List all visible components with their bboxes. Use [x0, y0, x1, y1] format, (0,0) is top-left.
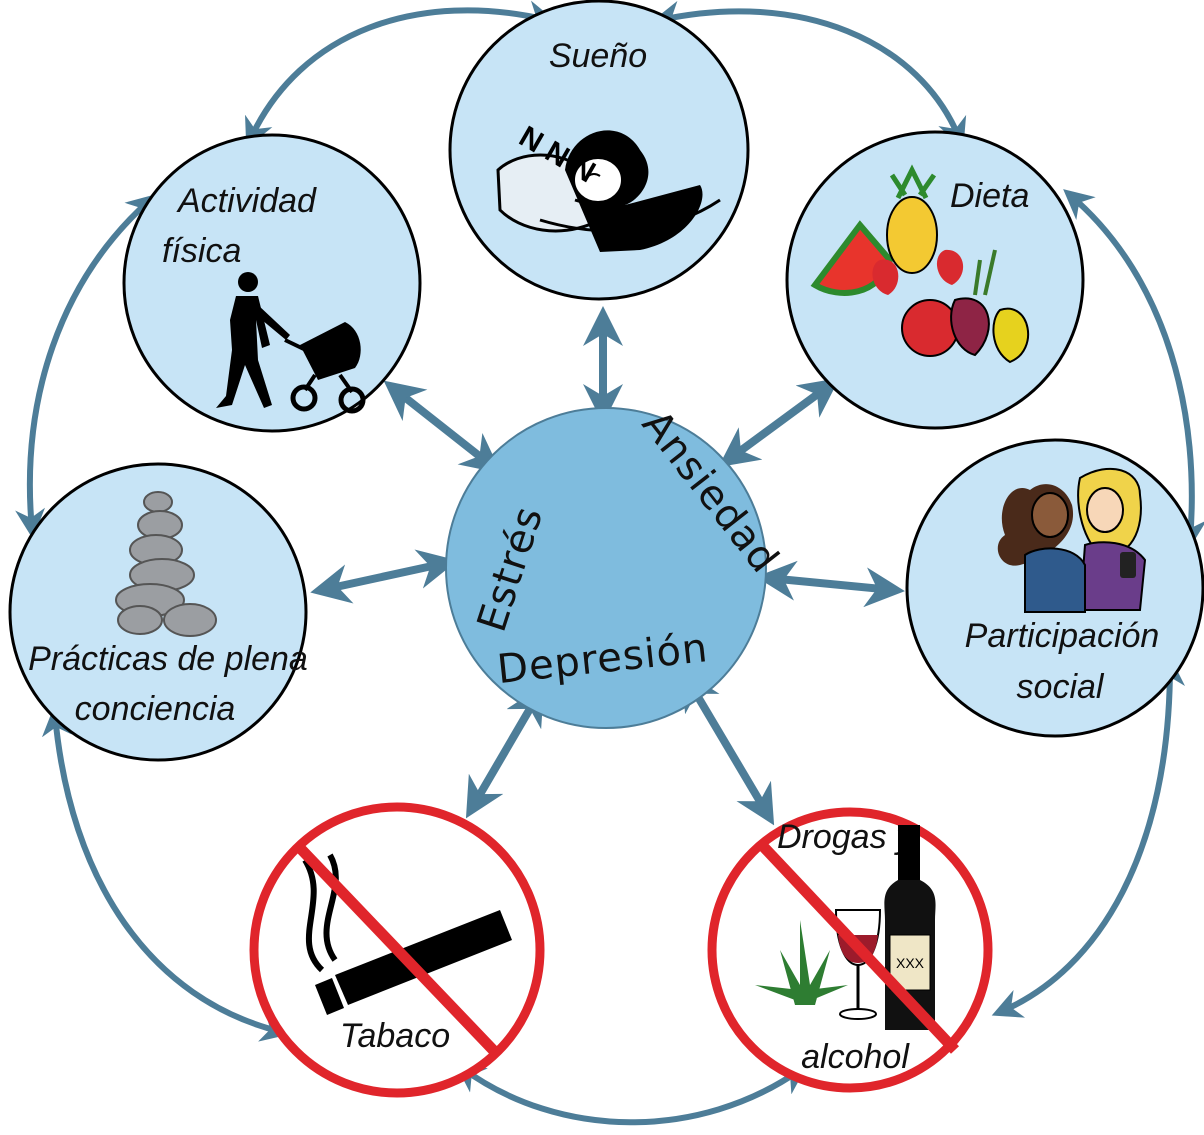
node-tobacco: Tabaco: [249, 802, 545, 1098]
arrow-activity-mindfulness: [15, 194, 157, 539]
arrow-center-activity: [383, 380, 502, 474]
prohibited-slash-drugs: [755, 839, 960, 1054]
stacked-stones-icon: [115, 491, 217, 637]
node-label-social-2: social: [1017, 668, 1105, 706]
arrow-social-drugs: [991, 656, 1185, 1018]
arrow-sleep-diet: [651, 0, 967, 149]
node-label-diet: Dieta: [950, 177, 1029, 215]
node-mindfulness: Prácticas de plena conciencia: [8, 462, 308, 762]
node-label-drugs-1: Drogas y: [777, 818, 915, 856]
bottle-label: XXX: [896, 955, 925, 971]
arrow-center-social: [756, 560, 905, 608]
node-label-sleep: Sueño: [549, 37, 647, 75]
node-label-mindfulness-2: conciencia: [75, 690, 236, 728]
arrow-center-mindfulness: [310, 549, 458, 604]
arrow-center-diet: [718, 377, 840, 468]
node-physical-activity: Actividad física: [122, 133, 422, 433]
cigarette-icon: [302, 853, 512, 1015]
radial-arrows: [310, 306, 905, 826]
arrow-tobacco-drugs: [454, 1062, 808, 1126]
arrow-center-drugs: [681, 669, 775, 826]
node-label-mindfulness-1: Prácticas de plena: [28, 640, 308, 678]
friends-icon: [997, 468, 1147, 613]
outer-cycle-arrows: [15, 0, 1204, 1126]
node-label-drugs-2: alcohol: [801, 1038, 910, 1076]
fruits-vegetables-icon: [810, 164, 1029, 364]
node-sleep: Sueño N N N: [448, 0, 750, 301]
node-label-activity-2: física: [162, 232, 241, 270]
node-drugs-alcohol: Drogas y XXX alcohol: [707, 807, 993, 1093]
node-label-social-1: Participación: [965, 617, 1160, 655]
arrow-center-tobacco: [465, 684, 545, 819]
cannabis-leaf-icon: [755, 920, 848, 1005]
sleeping-person-icon: N N N: [496, 120, 721, 252]
arrow-mindfulness-tobacco: [41, 706, 291, 1042]
node-label-tobacco: Tabaco: [340, 1017, 450, 1055]
center-node: Estrés Ansiedad Depresión: [445, 402, 788, 729]
walking-with-stroller-icon: [216, 272, 366, 414]
arrow-diet-social: [1063, 189, 1204, 549]
arrow-sleep-activity: [245, 0, 557, 149]
node-label-activity-1: Actividad: [176, 182, 317, 220]
node-social-participation: Participación social: [905, 438, 1204, 738]
prohibited-slash-tobacco: [296, 844, 499, 1056]
node-diet: Dieta: [785, 130, 1085, 430]
